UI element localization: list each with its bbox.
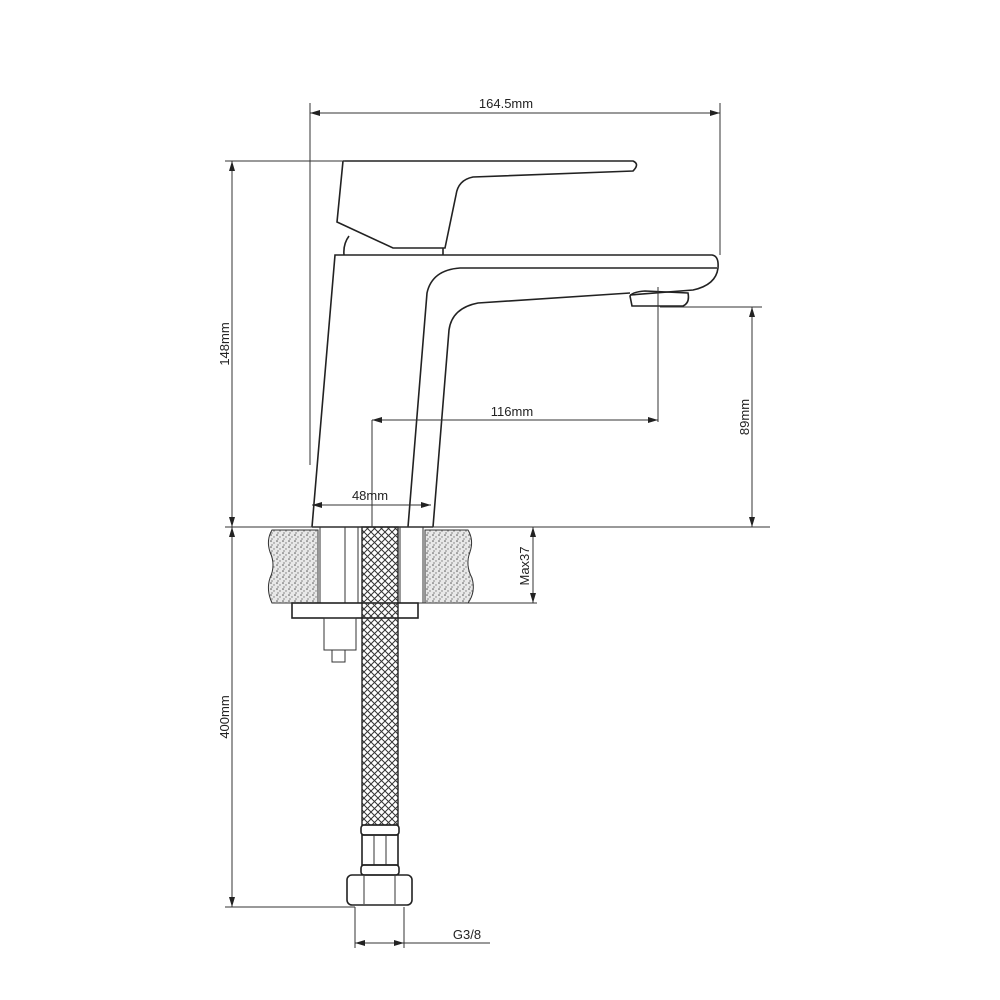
dimension-hose-length: 400mm: [217, 527, 355, 908]
dimension-base: 48mm: [312, 488, 431, 508]
dimension-overall-width: 164.5mm: [309, 96, 721, 465]
dim-label-base: 48mm: [352, 488, 388, 503]
dim-label-spout-height: 89mm: [737, 399, 752, 435]
dimension-spout-height: 89mm: [225, 306, 770, 528]
lever-handle: [336, 160, 638, 256]
dim-label-width: 164.5mm: [479, 96, 533, 111]
hose-fitting: [360, 824, 400, 876]
dimension-counter-thickness: Max37: [420, 527, 537, 604]
dim-label-max-thickness: Max37: [517, 546, 532, 585]
dimension-thread: G3/8: [354, 907, 490, 948]
countertop-section: [267, 526, 474, 604]
dim-label-hose-length: 400mm: [217, 695, 232, 738]
dim-label-thread: G3/8: [453, 927, 481, 942]
aerator: [629, 290, 690, 307]
dimension-spout-reach: 116mm: [371, 287, 659, 527]
dim-label-height: 148mm: [217, 322, 232, 365]
hex-nut: [346, 874, 413, 906]
faucet-body: [311, 254, 719, 528]
mounting-plate: [291, 602, 419, 663]
dimension-overall-height: 148mm: [217, 160, 345, 527]
braided-hose: [361, 526, 399, 826]
dim-label-reach: 116mm: [491, 404, 533, 419]
